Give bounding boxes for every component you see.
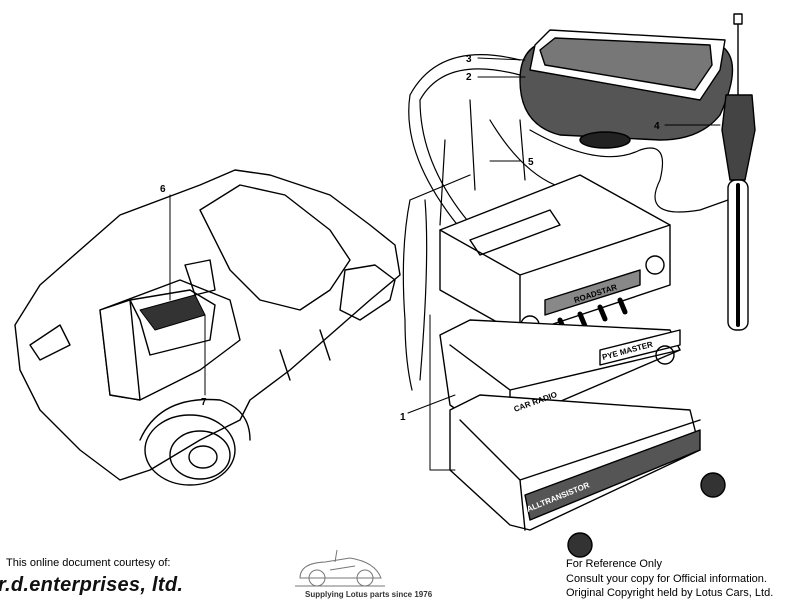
- leader-lines: [169, 57, 721, 471]
- antenna-illustration: [721, 13, 756, 331]
- car-illustration: [14, 169, 401, 486]
- speaker-illustration: [519, 29, 734, 149]
- tagline: Supplying Lotus parts since 1976: [305, 590, 433, 599]
- callout-2: 2: [466, 72, 472, 83]
- callout-5: 5: [528, 157, 534, 168]
- callout-4: 4: [654, 121, 660, 132]
- radio-top: [439, 174, 671, 336]
- consult-notice: Consult your copy for Official informati…: [566, 573, 767, 585]
- callout-3: 3: [466, 54, 472, 65]
- copyright-notice: Original Copyright held by Lotus Cars, L…: [566, 587, 774, 599]
- callout-7: 7: [201, 397, 207, 408]
- callout-6: 6: [160, 184, 166, 195]
- callout-1: 1: [400, 412, 406, 423]
- courtesy-text: This online document courtesy of:: [6, 557, 171, 569]
- wiring-harness: [402, 54, 729, 391]
- lotus-car-logo: [295, 549, 385, 587]
- radio-bottom: [449, 394, 726, 558]
- company-name: r.d.enterprises, ltd.: [0, 574, 184, 596]
- reference-notice: For Reference Only: [566, 558, 662, 570]
